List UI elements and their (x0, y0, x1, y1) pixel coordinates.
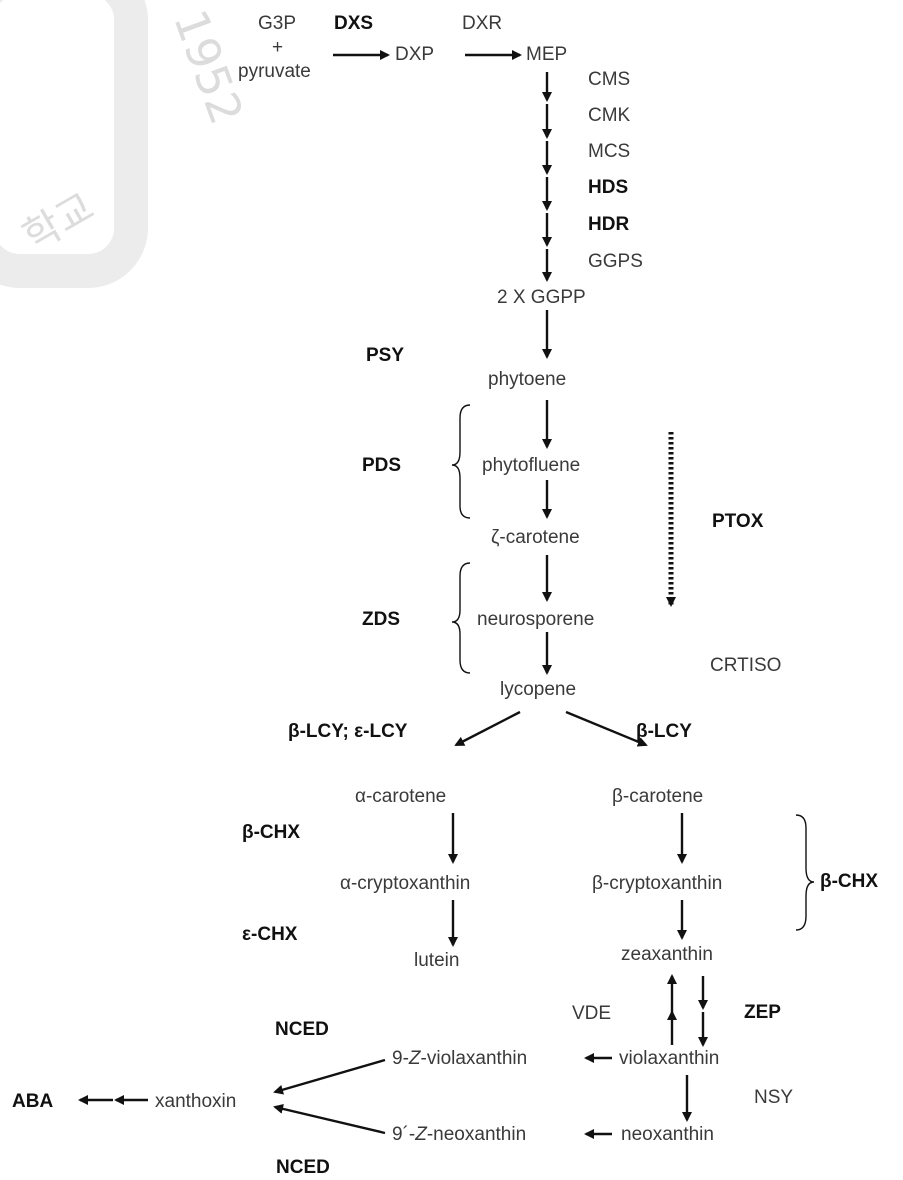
brace-pds (451, 404, 471, 519)
dxs-enzyme: DXS (334, 13, 374, 34)
ptox-enzyme: PTOX (712, 511, 764, 532)
phytofluene-label: phytofluene (482, 455, 581, 476)
blcy-enzyme: β-LCY (636, 721, 692, 742)
arrow-to-alpha-carotene (454, 710, 521, 747)
vde-enzyme: VDE (572, 1003, 612, 1024)
xanthoxin-label: xanthoxin (155, 1091, 237, 1112)
arrow-nced-top (273, 1058, 386, 1095)
bchx-right-enzyme: β-CHX (820, 871, 879, 892)
nine-z-neoxanthin-italic: Z (415, 1124, 427, 1145)
brace-bchx (795, 814, 815, 931)
lycopene-label: lycopene (500, 679, 577, 700)
echx-enzyme: ε-CHX (242, 924, 298, 945)
dxp-label: DXP (395, 44, 435, 65)
watermark-seal (0, 0, 148, 288)
aba-label: ABA (12, 1091, 54, 1112)
plus-sign: + (272, 37, 284, 58)
zeaxanthin-label: zeaxanthin (621, 944, 713, 965)
cms-enzyme: CMS (588, 69, 631, 90)
neoxanthin-label: neoxanthin (621, 1124, 714, 1145)
phytoene-label: phytoene (488, 369, 567, 390)
beta-cryptoxanthin-label: β-cryptoxanthin (592, 873, 723, 894)
nine-z-neoxanthin-label: 9´-Z-neoxanthin (392, 1125, 526, 1144)
pyruvate-label: pyruvate (238, 61, 311, 82)
nsy-enzyme: NSY (754, 1087, 794, 1108)
brace-zds (451, 562, 471, 674)
hdr-enzyme: HDR (588, 214, 630, 235)
zds-enzyme: ZDS (362, 609, 400, 630)
beta-carotene-label: β-carotene (612, 786, 704, 807)
nine-z-violaxanthin-prefix: 9- (392, 1048, 409, 1069)
g3p-label: G3P (258, 13, 297, 34)
cmk-enzyme: CMK (588, 105, 631, 126)
arrow-nced-bottom (273, 1103, 386, 1135)
ggpp-label: 2 X GGPP (497, 287, 586, 308)
hds-enzyme: HDS (588, 177, 629, 198)
crtiso-enzyme: CRTISO (710, 655, 782, 676)
mep-label: MEP (526, 44, 568, 65)
arrow-to-beta-carotene (565, 710, 648, 747)
nced-top-enzyme: NCED (275, 1019, 329, 1040)
nine-z-violaxanthin-suffix: -violaxanthin (420, 1048, 528, 1069)
mcs-enzyme: MCS (588, 141, 631, 162)
nine-z-violaxanthin-label: 9-Z-violaxanthin (392, 1049, 527, 1068)
blcy-elcy-enzyme: β-LCY; ε-LCY (288, 721, 408, 742)
nced-bottom-enzyme: NCED (276, 1157, 330, 1178)
bchx-left-enzyme: β-CHX (242, 822, 301, 843)
psy-enzyme: PSY (366, 345, 405, 366)
alpha-carotene-label: α-carotene (355, 786, 447, 807)
zeta-carotene-label: ζ-carotene (491, 527, 580, 548)
zep-enzyme: ZEP (744, 1002, 781, 1023)
violaxanthin-label: violaxanthin (619, 1048, 720, 1069)
dxr-enzyme: DXR (462, 13, 503, 34)
nine-z-neoxanthin-prefix: 9´- (392, 1124, 416, 1145)
lutein-label: lutein (414, 950, 460, 971)
pds-enzyme: PDS (362, 455, 402, 476)
ggps-enzyme: GGPS (588, 251, 643, 272)
alpha-cryptoxanthin-label: α-cryptoxanthin (340, 873, 471, 894)
nine-z-neoxanthin-suffix: -neoxanthin (426, 1124, 527, 1145)
nine-z-violaxanthin-italic: Z (408, 1048, 421, 1069)
neurosporene-label: neurosporene (477, 609, 595, 630)
